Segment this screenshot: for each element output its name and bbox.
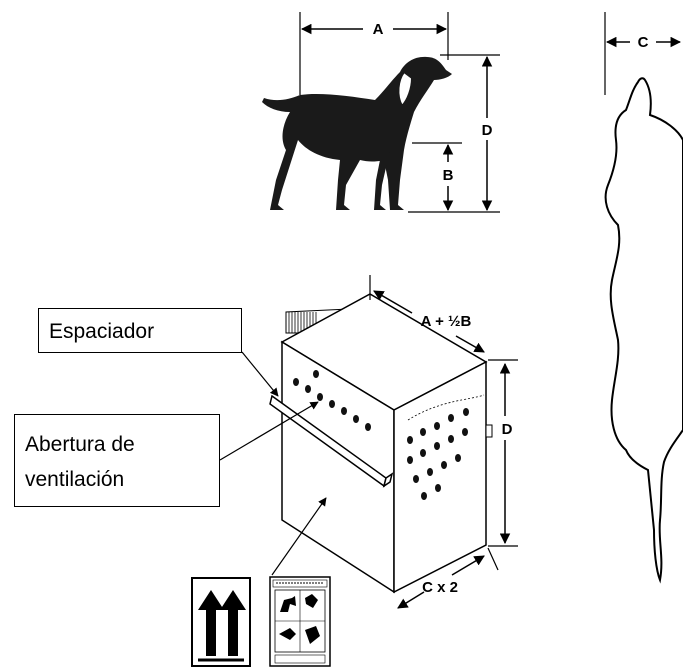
vent-opening-label: Abertura de ventilación	[14, 414, 220, 507]
dimension-crate-width: C x 2	[397, 547, 499, 609]
dimension-d: D	[408, 54, 500, 213]
crate	[269, 293, 488, 594]
dimension-crate-length-label: A + ½B	[421, 313, 472, 330]
dog-top-view-outline-icon	[604, 77, 683, 584]
dimension-crate-height-label: D	[502, 421, 513, 438]
side-vent-holes	[293, 370, 371, 431]
spacer-label-text: Espaciador	[49, 320, 155, 343]
vent-opening-label-line1: Abertura de	[25, 433, 135, 456]
end-vent-holes	[407, 408, 469, 500]
dimension-d-label: D	[482, 122, 493, 139]
dimension-crate-width-label: C x 2	[422, 579, 458, 596]
dimension-a-label: A	[373, 21, 384, 38]
spacer-leader	[241, 351, 279, 397]
spacer-label: Espaciador	[38, 308, 242, 353]
dimension-b: B	[412, 142, 462, 212]
dog-side-silhouette-icon	[262, 56, 452, 210]
dimension-crate-length: A + ½B	[369, 275, 485, 353]
dimension-a: A	[299, 12, 449, 95]
label-leader	[271, 497, 327, 576]
dimension-crate-height: D	[488, 359, 518, 547]
dimension-c-label: C	[638, 34, 649, 51]
live-animals-label-icon	[269, 576, 331, 667]
dimension-b-label: B	[443, 167, 454, 184]
crate-latch	[485, 424, 493, 438]
crate-end-face	[393, 360, 487, 594]
this-way-up-arrows-icon	[191, 577, 251, 667]
vent-leader	[219, 401, 319, 461]
dimension-c: C	[604, 12, 682, 95]
vent-opening-label-line2: ventilación	[25, 468, 125, 491]
